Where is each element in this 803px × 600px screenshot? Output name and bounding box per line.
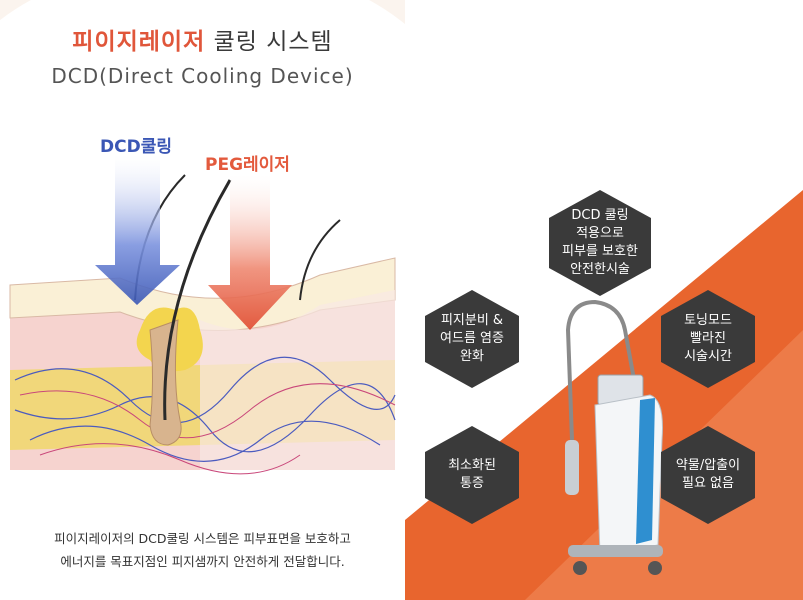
machine-arm — [565, 299, 637, 441]
feature-hex-no-medication: 약물/압출이 필요 없음 — [657, 424, 759, 526]
skin-side-face — [200, 290, 395, 470]
hexagon-shape — [549, 190, 651, 296]
feature-hex-safety: DCD 쿨링 적용으로 피부를 보호한 안전한시술 — [545, 188, 655, 298]
title-rest: 쿨링 시스템 — [205, 29, 333, 55]
hair-shaft — [163, 179, 232, 421]
hexagon-shape — [661, 426, 755, 524]
page-title: 피이지레이저 쿨링 시스템 — [0, 22, 405, 56]
feature-text: 최소화된 통증 — [448, 458, 496, 491]
machine-base — [568, 545, 663, 557]
dcd-arrow — [95, 155, 180, 305]
feature-text: DCD 쿨링 적용으로 피부를 보호한 안전한시술 — [562, 208, 638, 277]
caption-line-2: 에너지를 목표지점인 피지샘까지 안전하게 전달합니다. — [60, 554, 345, 569]
vessel-lines — [19, 383, 396, 475]
feature-text: 약물/압출이 필요 없음 — [675, 458, 741, 491]
wheel-right — [648, 561, 662, 575]
machine-handpiece — [565, 440, 579, 495]
caption: 피이지레이저의 DCD쿨링 시스템은 피부표면을 보호하고 에너지를 목표지점인… — [0, 527, 405, 573]
caption-line-1: 피이지레이저의 DCD쿨링 시스템은 피부표면을 보호하고 — [54, 531, 351, 546]
title-highlight: 피이지레이저 — [72, 29, 206, 55]
peg-arrow — [208, 175, 292, 330]
dcd-cooling-label: DCD쿨링 — [100, 137, 172, 157]
feature-text: 피지분비 & 여드름 염증 완화 — [440, 313, 504, 364]
hair-shaft-2 — [299, 219, 341, 301]
feature-hex-sebum: 피지분비 & 여드름 염증 완화 — [421, 288, 523, 390]
machine-front-stripe — [636, 398, 655, 544]
left-panel: 피이지레이저 쿨링 시스템 DCD(Direct Cooling Device) — [0, 0, 405, 600]
right-panel: DCD 쿨링 적용으로 피부를 보호한 안전한시술 피지분비 & 여드름 염증 … — [405, 0, 803, 600]
peg-laser-label: PEG레이저 — [205, 155, 290, 175]
hexagon-shape — [661, 290, 755, 388]
laser-machine-image — [565, 299, 663, 575]
hexagon-shape — [425, 426, 519, 524]
feature-hex-pain: 최소화된 통증 — [421, 424, 523, 526]
skin-cooling-illustration — [9, 155, 396, 475]
hexagon-shape — [425, 290, 519, 388]
feature-hex-toning: 토닝모드 빨라진 시술시간 — [657, 288, 759, 390]
page-subtitle: DCD(Direct Cooling Device) — [51, 64, 354, 88]
feature-text: 토닝모드 빨라진 시술시간 — [684, 313, 732, 364]
wheel-left — [573, 561, 587, 575]
